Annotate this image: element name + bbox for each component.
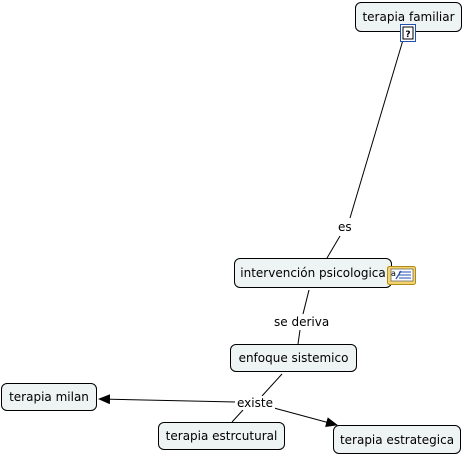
link-label-existe[interactable]: existe (235, 396, 275, 410)
line-familiar-es (349, 39, 404, 219)
concept-label: terapia estrategica (339, 432, 455, 447)
line-es-intervencion (326, 235, 341, 259)
concept-enfoque-sistemico[interactable]: enfoque sistemico (230, 344, 357, 372)
concept-label: terapia milan (9, 390, 89, 404)
question-document-icon[interactable]: ? (400, 24, 416, 42)
concept-terapia-estructural[interactable]: terapia estrcutural (158, 422, 285, 450)
line-sederiva-enfoque (297, 329, 301, 345)
concept-intervencion-psicologica[interactable]: intervención psicologica (234, 258, 392, 288)
notes-document-icon[interactable]: a (387, 264, 417, 286)
svg-text:?: ? (405, 30, 410, 40)
link-label-es[interactable]: es (336, 220, 354, 234)
arrow-existe-milan (98, 394, 237, 405)
concept-label: enfoque sistemico (238, 351, 349, 365)
concept-label: terapia estrcutural (165, 429, 278, 443)
concept-terapia-estrategica[interactable]: terapia estrategica (333, 425, 461, 454)
concept-label: intervención psicologica (240, 266, 386, 280)
line-intervencion-sederiva (302, 289, 310, 315)
line-existe-estructural (231, 409, 244, 423)
line-enfoque-existe (261, 373, 283, 397)
link-label-se-deriva[interactable]: se deriva (272, 315, 332, 329)
arrow-existe-estrategica (273, 407, 338, 427)
concept-terapia-milan[interactable]: terapia milan (1, 383, 97, 411)
concept-label: terapia familiar (362, 10, 455, 24)
svg-text:a: a (391, 269, 396, 278)
